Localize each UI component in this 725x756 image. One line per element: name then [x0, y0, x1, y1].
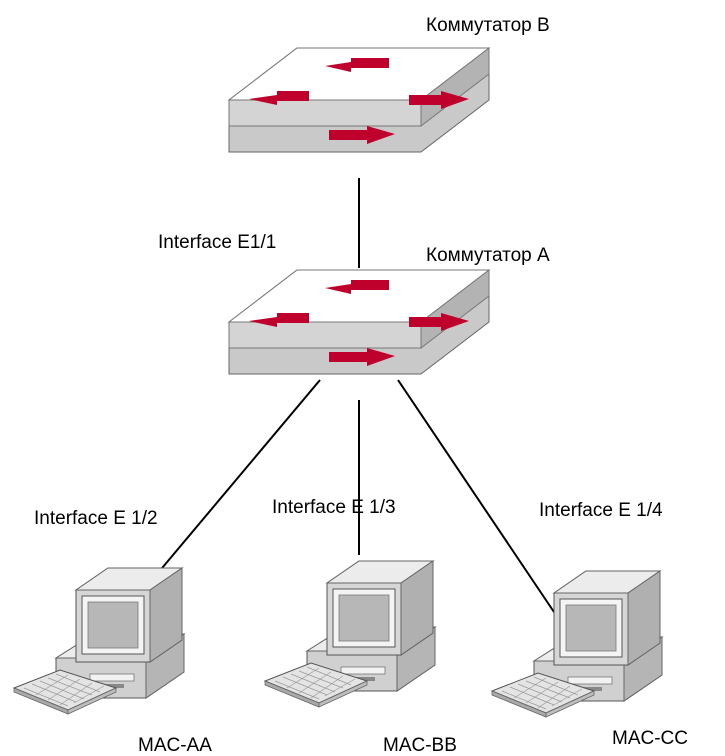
switch-a — [228, 269, 490, 375]
interface-e1-1-label: Interface E1/1 — [158, 232, 276, 253]
link-switch-a-to-mac-cc — [397, 379, 557, 616]
computer-mac-cc — [491, 570, 663, 718]
link-switch-a-to-mac-aa — [151, 379, 321, 581]
switch-b — [228, 47, 490, 153]
interface-e1-4-label: Interface E 1/4 — [539, 500, 663, 521]
mac-aa-label: MAC-AA — [138, 735, 212, 756]
computer-mac-aa — [13, 567, 185, 715]
connections — [151, 178, 557, 616]
mac-bb-label: MAC-BB — [383, 735, 457, 756]
mac-cc-label: MAC-CC — [612, 728, 688, 749]
switch-b-label: Коммутатор B — [426, 15, 550, 36]
interface-e1-3-label: Interface E 1/3 — [272, 497, 396, 518]
computer-mac-bb — [264, 560, 436, 708]
switch-a-label: Коммутатор A — [426, 245, 550, 266]
interface-e1-2-label: Interface E 1/2 — [34, 508, 158, 529]
